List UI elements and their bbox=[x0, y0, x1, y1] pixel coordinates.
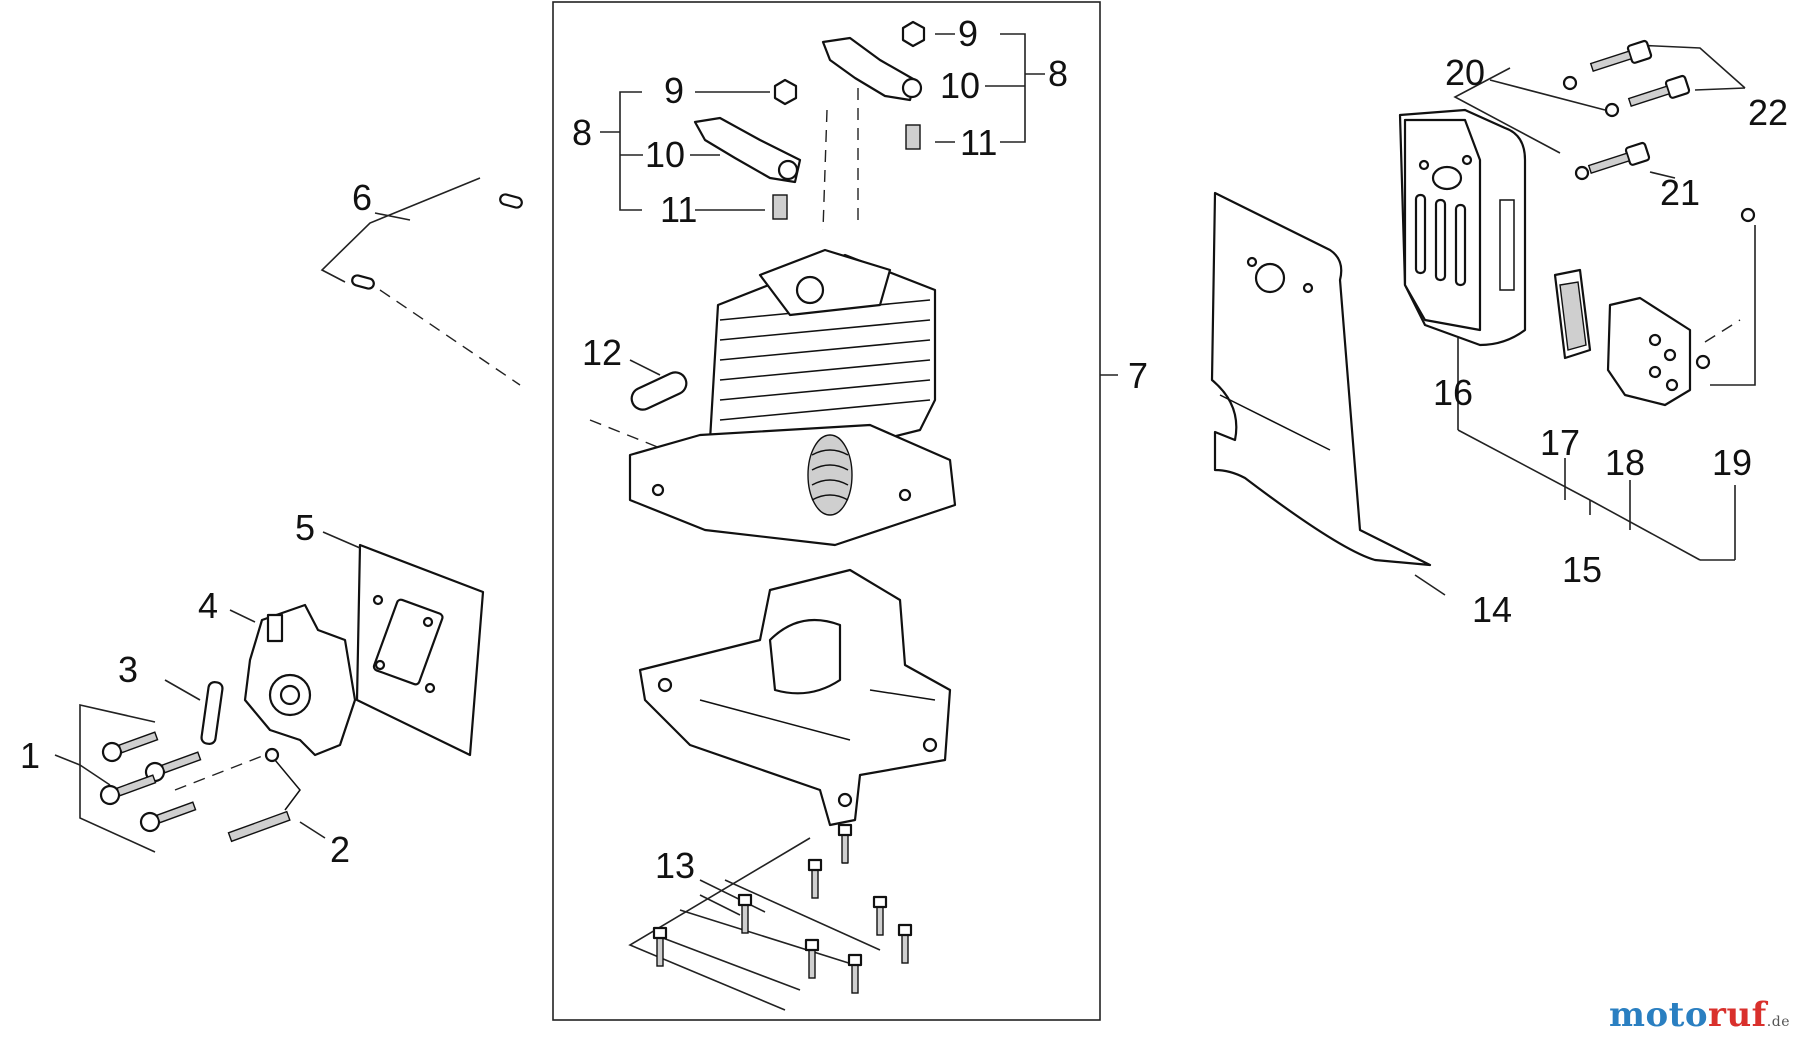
callout-2: 2 bbox=[330, 829, 350, 870]
callout-10-left: 10 bbox=[645, 134, 685, 175]
callout-5: 5 bbox=[295, 507, 315, 548]
callout-14: 14 bbox=[1472, 589, 1512, 630]
part-18-muffler-body bbox=[1606, 296, 1692, 407]
callout-7: 7 bbox=[1128, 355, 1148, 396]
callout-18: 18 bbox=[1605, 442, 1645, 483]
part-6-pins bbox=[320, 177, 523, 290]
dashed-guide-6 bbox=[379, 289, 521, 386]
callout-15: 15 bbox=[1562, 549, 1602, 590]
part-12-pin bbox=[629, 359, 688, 411]
group-15-leaders bbox=[1457, 338, 1736, 561]
part-14-shield bbox=[1210, 191, 1446, 596]
watermark-part1: moto bbox=[1608, 995, 1709, 1035]
callout-11-right: 11 bbox=[960, 122, 997, 163]
callout-13: 13 bbox=[655, 845, 695, 886]
watermark-suffix: .de bbox=[1766, 1014, 1790, 1030]
part-4-adaptor bbox=[229, 603, 357, 757]
callout-16: 16 bbox=[1433, 372, 1473, 413]
part-3-dowel bbox=[164, 679, 224, 745]
watermark-part2: ruf bbox=[1708, 995, 1767, 1035]
callout-4: 4 bbox=[198, 585, 218, 626]
part-5-gasket bbox=[322, 531, 485, 757]
callout-9-left: 9 bbox=[664, 70, 684, 111]
part-19-screws bbox=[1695, 207, 1756, 386]
callout-8-left: 8 bbox=[572, 112, 592, 153]
watermark-logo: motoruf.de bbox=[1609, 995, 1790, 1035]
part-17-screen bbox=[1553, 268, 1592, 360]
rocker-group-right bbox=[821, 20, 1045, 220]
callout-19: 19 bbox=[1712, 442, 1752, 483]
callout-22: 22 bbox=[1748, 92, 1788, 133]
callout-20: 20 bbox=[1445, 52, 1485, 93]
part-13-bolts bbox=[628, 823, 913, 1011]
callout-6: 6 bbox=[352, 177, 372, 218]
callout-9-right: 9 bbox=[958, 13, 978, 54]
callout-1: 1 bbox=[20, 735, 40, 776]
part-1-bolts bbox=[54, 703, 202, 853]
callout-12: 12 bbox=[582, 332, 622, 373]
callout-17: 17 bbox=[1540, 422, 1580, 463]
callout-11-left: 11 bbox=[660, 189, 697, 230]
part-2-pin bbox=[227, 747, 326, 843]
assembly-frame bbox=[552, 1, 1101, 1021]
part-16-muffler-cover bbox=[1398, 108, 1527, 347]
callout-10-right: 10 bbox=[940, 65, 980, 106]
callout-8-right: 8 bbox=[1048, 53, 1068, 94]
rocker-group-left bbox=[600, 78, 828, 231]
parts-20-22-hardware bbox=[1453, 39, 1746, 181]
crankcase bbox=[638, 568, 952, 827]
cylinder-block bbox=[628, 248, 957, 547]
dashed-guide-2 bbox=[174, 754, 266, 791]
callout-3: 3 bbox=[118, 649, 138, 690]
callout-21: 21 bbox=[1660, 172, 1700, 213]
